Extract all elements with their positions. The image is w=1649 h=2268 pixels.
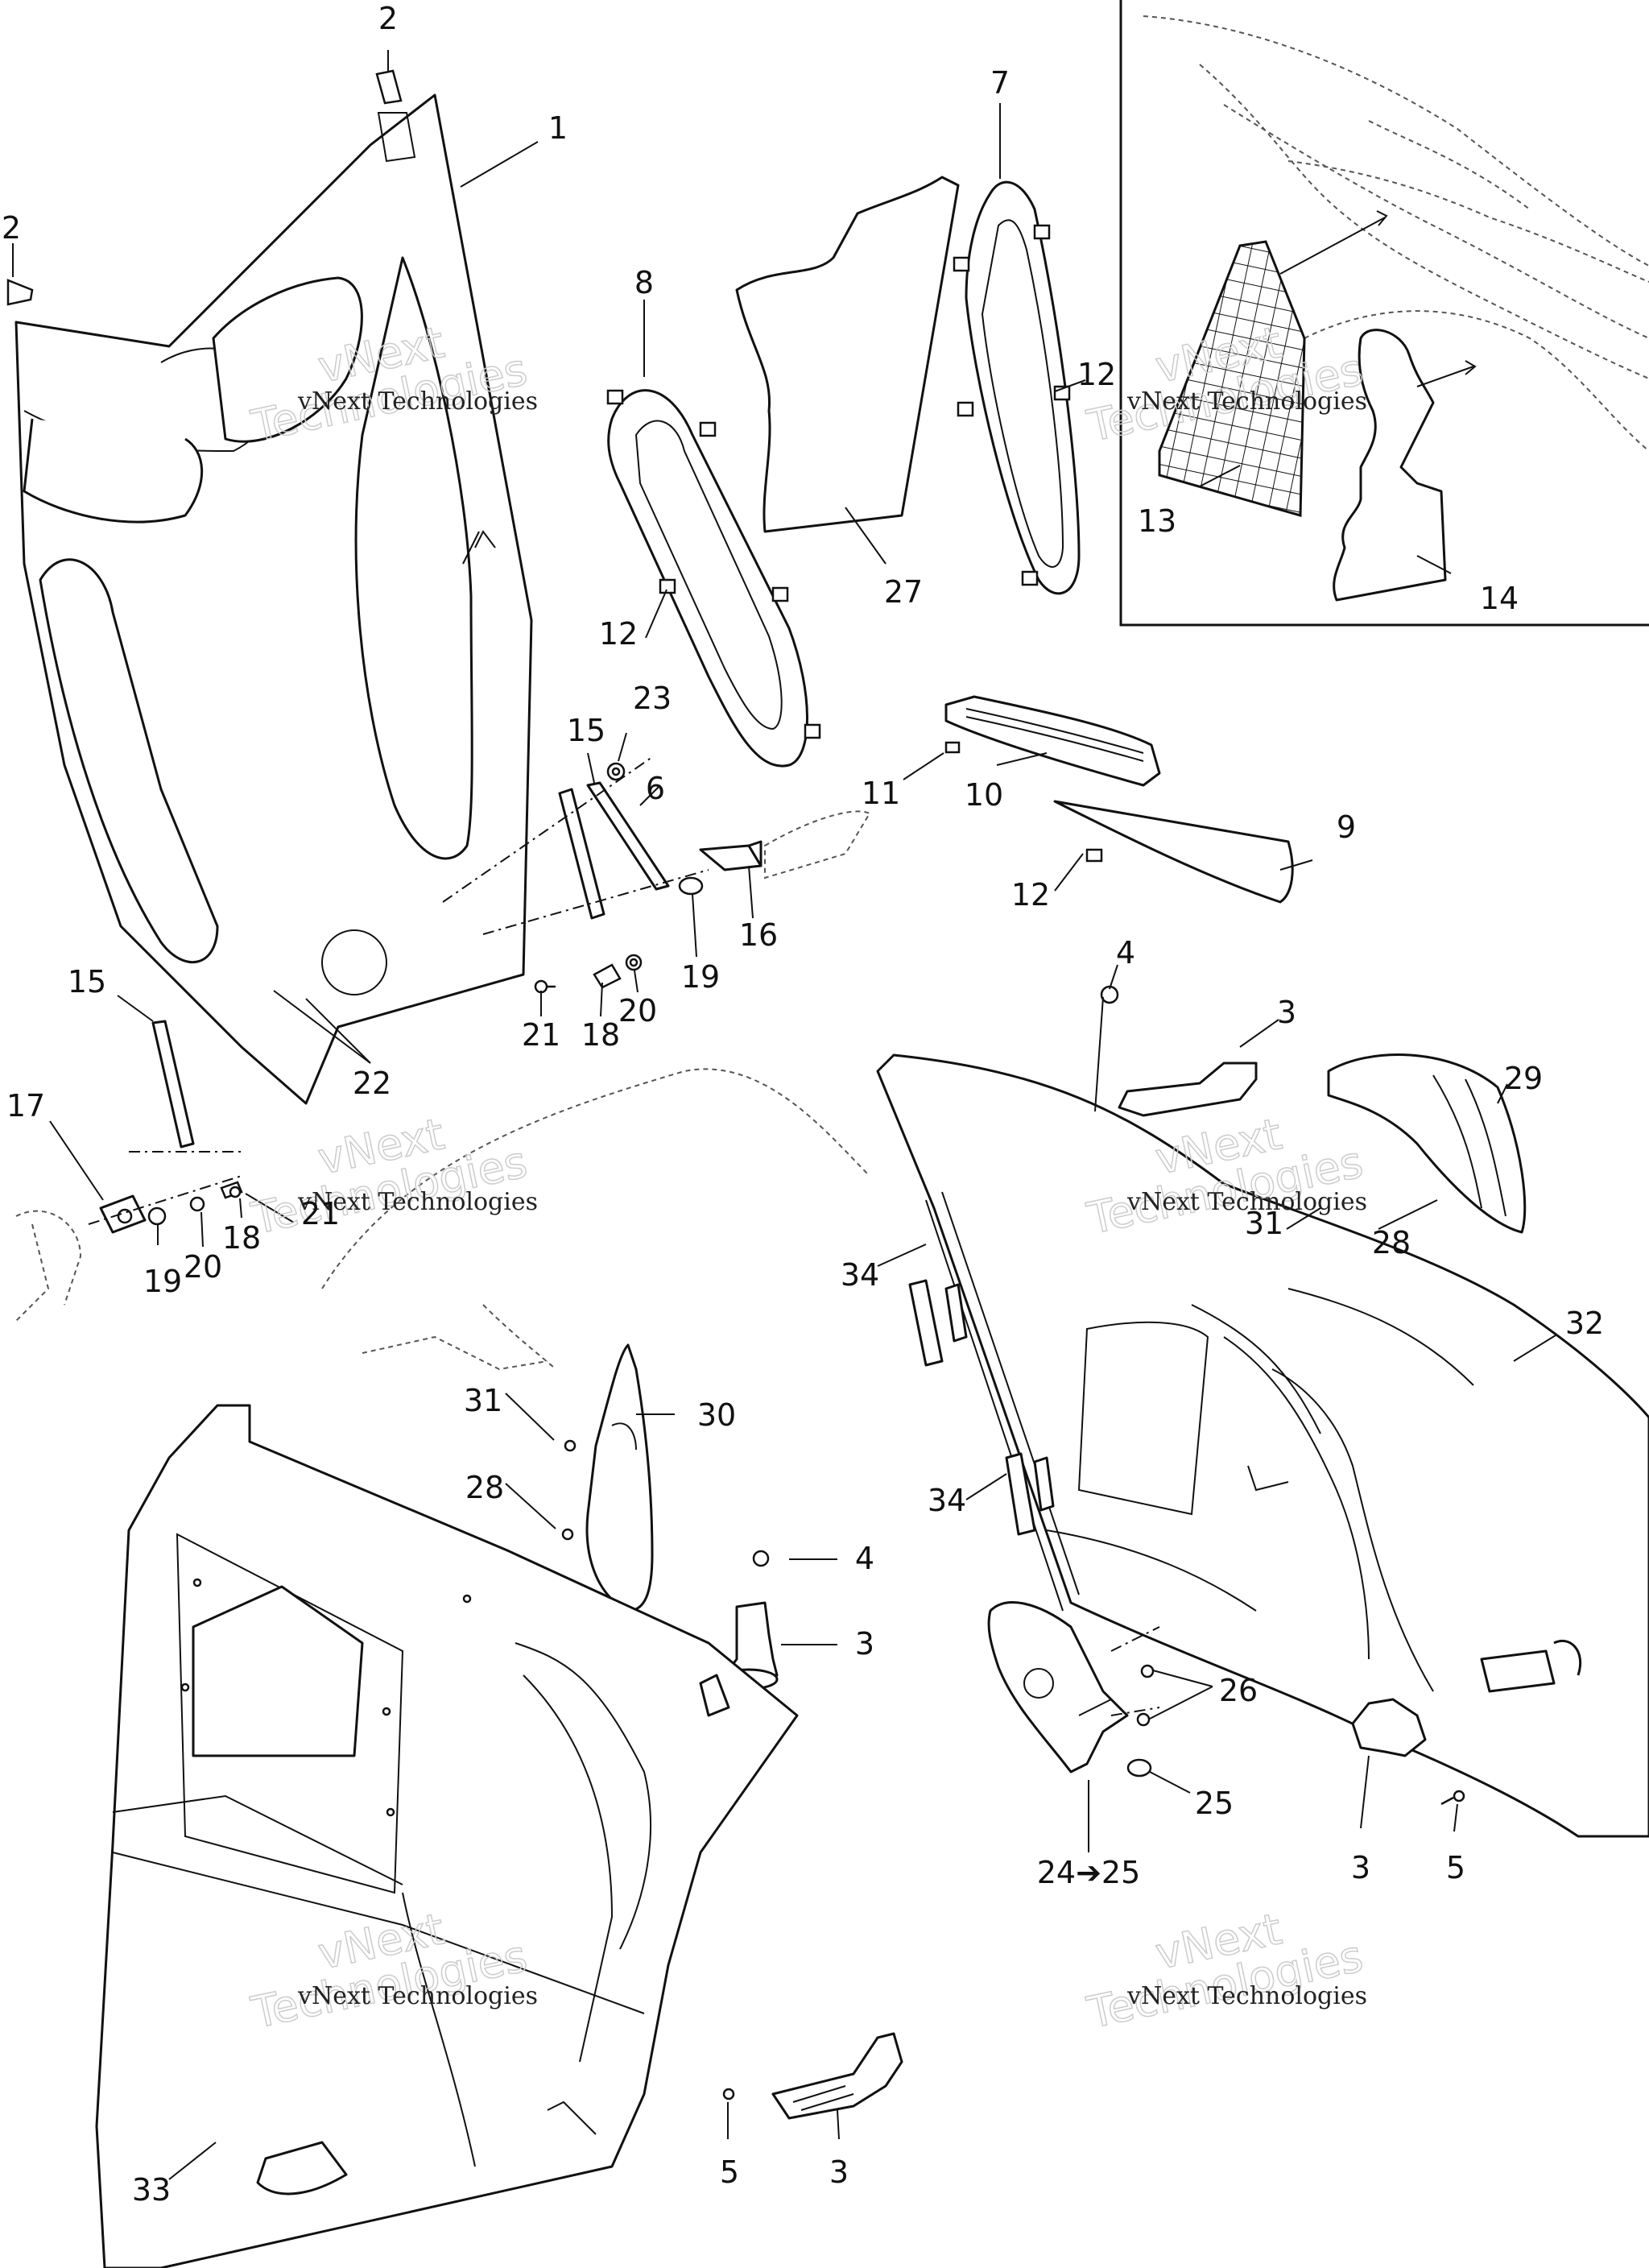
- callout-34-a: 34: [841, 1257, 879, 1293]
- callout-28-b: 28: [465, 1470, 504, 1505]
- callout-21-b: 21: [301, 1196, 340, 1231]
- callout-11: 11: [862, 776, 900, 811]
- callout-20-b: 20: [184, 1249, 222, 1285]
- callout-3-b: 3: [855, 1626, 874, 1662]
- callout-5-b: 5: [720, 2154, 739, 2190]
- callout-4-b: 4: [855, 1541, 874, 1576]
- part-30-trim: [561, 1343, 654, 1612]
- callout-27: 27: [884, 574, 923, 610]
- callout-9: 9: [1337, 809, 1356, 845]
- callout-18-a: 18: [581, 1017, 620, 1053]
- callout-13: 13: [1138, 503, 1176, 539]
- svg-text:vNext Technologies: vNext Technologies: [297, 1188, 538, 1216]
- part-2-clip-top: [375, 69, 403, 105]
- callout-12-c: 12: [1011, 877, 1050, 913]
- callout-5-a: 5: [1446, 1850, 1465, 1885]
- callout-4-a: 4: [1116, 935, 1135, 971]
- callout-3-d: 3: [829, 2154, 849, 2190]
- bracket-hardware-upper: [442, 756, 763, 994]
- part-27-foam: [735, 176, 960, 533]
- callout-32: 32: [1565, 1306, 1604, 1341]
- bracket-hardware-lower: [88, 1020, 243, 1234]
- part-8-vent-frame: [607, 389, 808, 768]
- callout-7: 7: [990, 65, 1010, 101]
- part-3-handle-right: [1351, 1698, 1465, 1806]
- callout-1: 1: [548, 110, 568, 146]
- callout-3-a: 3: [1277, 995, 1296, 1030]
- callout-31-b: 31: [464, 1383, 502, 1418]
- clips-12: [606, 224, 1103, 863]
- callout-31-a: 31: [1245, 1206, 1283, 1241]
- part-33-side-panel: [95, 1404, 799, 2268]
- callout-2-top: 2: [378, 1, 398, 36]
- svg-text:vNext Technologies: vNext Technologies: [1126, 387, 1367, 416]
- part-34-strips: [908, 1279, 1055, 1536]
- part-1-side-panel: [14, 93, 533, 1105]
- callout-30: 30: [697, 1397, 736, 1433]
- ghost-frame-lower: [15, 1068, 870, 1371]
- callout-25: 25: [1195, 1786, 1234, 1821]
- callout-20-a: 20: [618, 993, 657, 1028]
- part-10-trim: [944, 695, 1161, 787]
- callout-26: 26: [1219, 1673, 1258, 1708]
- callout-8: 8: [634, 265, 654, 300]
- inset-ghost-seat: [1143, 15, 1649, 452]
- callout-28-a: 28: [1372, 1225, 1411, 1260]
- svg-text:vNext Technologies: vNext Technologies: [1126, 1982, 1367, 2010]
- callout-14: 14: [1480, 581, 1519, 616]
- callout-34-b: 34: [928, 1483, 966, 1518]
- callout-12-a: 12: [1077, 357, 1116, 392]
- watermark-6: vNext Technologies vNext Technologies: [1082, 1903, 1368, 2039]
- part-32-side-panel: [876, 1053, 1649, 1838]
- callout-33: 33: [132, 2172, 171, 2208]
- detail-inset: [1119, 0, 1649, 627]
- part-24-bracket: [987, 1601, 1160, 1778]
- svg-text:vNext Technologies: vNext Technologies: [297, 387, 538, 416]
- part-3-handle-upper: [1100, 985, 1258, 1117]
- callout-15-b: 15: [68, 964, 106, 999]
- svg-text:vNext Technologies: vNext Technologies: [1126, 1188, 1367, 1216]
- callout-23: 23: [633, 681, 672, 716]
- callout-24-25: 24➔25: [1037, 1855, 1141, 1890]
- part-29-trim: [1327, 1053, 1527, 1234]
- ghost-frame-upper: [764, 810, 871, 879]
- callout-21-a: 21: [522, 1017, 560, 1053]
- watermark-3: vNext Technologies vNext Technologies: [246, 1108, 538, 1245]
- callout-10: 10: [965, 777, 1003, 813]
- callout-2-left: 2: [2, 210, 21, 246]
- part-3-handle-lower: [722, 2032, 903, 2120]
- callout-17: 17: [6, 1088, 45, 1124]
- callout-6: 6: [646, 771, 665, 806]
- part-9-trim: [1053, 800, 1294, 904]
- part-14-foam: [1333, 329, 1447, 602]
- callout-3-c: 3: [1351, 1850, 1370, 1885]
- callout-19-b: 19: [143, 1264, 182, 1299]
- part-13-mesh: [1158, 240, 1306, 517]
- callout-18-b: 18: [222, 1220, 261, 1256]
- callout-19-a: 19: [681, 959, 720, 995]
- callout-16: 16: [739, 917, 778, 953]
- callout-29: 29: [1504, 1061, 1543, 1096]
- callout-12-b: 12: [599, 616, 638, 652]
- callout-22: 22: [353, 1066, 391, 1101]
- svg-text:vNext Technologies: vNext Technologies: [297, 1982, 538, 2010]
- part-2-clip-left: [6, 279, 34, 306]
- leader-lines: [12, 50, 1556, 2180]
- callout-15-a: 15: [567, 713, 605, 748]
